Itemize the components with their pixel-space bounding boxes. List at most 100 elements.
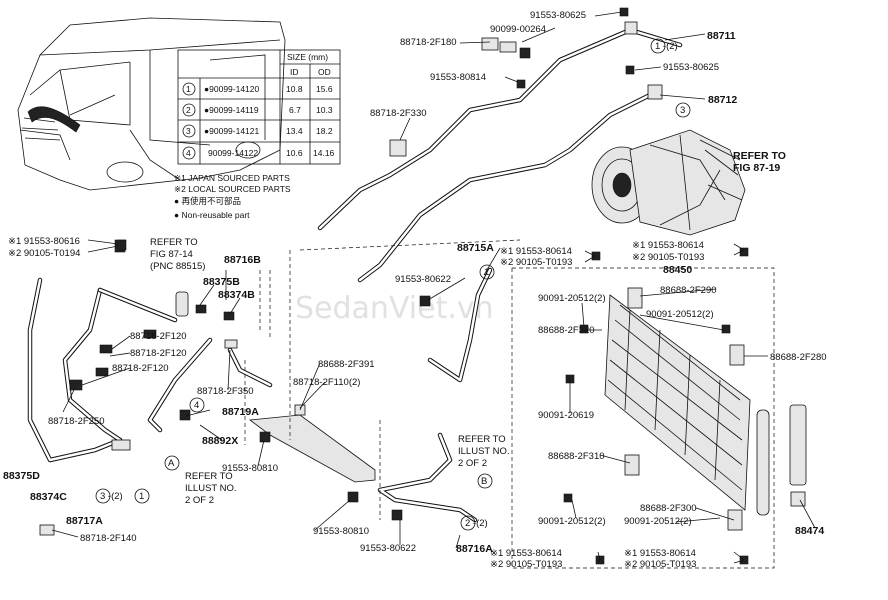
label-88718-2f120-b: 88718-2F120: [130, 348, 187, 359]
label-91553-80625-mid: 91553-80625: [663, 62, 719, 73]
size-row-part: ●90099-14121: [204, 126, 260, 136]
label-90091-20512-d: 90091-20512(2): [624, 516, 692, 527]
label-88718-2f120-a: 88718-2F120: [130, 331, 187, 342]
receiver: [175, 291, 189, 317]
label-circle-1-mid: 1: [484, 267, 489, 278]
label-circle-3-2: 3 -(2): [100, 491, 123, 502]
label-90091-20512-b: 90091-20512(2): [646, 309, 714, 320]
size-row-2: 2 ●90099-14119 6.7 10.3: [182, 103, 333, 117]
discharge-pipe-88711: [317, 27, 683, 231]
size-row-id: 13.4: [286, 126, 303, 136]
label-91553-80622-bot: 91553-80622: [360, 543, 416, 554]
label-refer-ill-a3: 2 OF 2: [185, 495, 214, 506]
label-88718-2f110: 88718-2F110(2): [293, 377, 360, 388]
size-row-part: ●90099-14120: [204, 84, 260, 94]
size-row-idx: 2: [186, 105, 191, 115]
label-refer-87-19-b: FIG 87-19: [733, 162, 780, 174]
label-88688-2f310: 88688-2F310: [548, 451, 605, 462]
size-table: SIZE (mm) ID OD 1 ●90099-14120 10.8 15.6…: [177, 49, 341, 165]
label-88718-2f120-c: 88718-2F120: [112, 363, 169, 374]
size-row-4: 4 90099-14122 10.6 14.16: [182, 146, 335, 160]
size-row-idx: 1: [186, 84, 191, 94]
label-circle-3-top: 3: [680, 105, 685, 116]
label-91553-80625-top: 91553-80625: [530, 10, 586, 21]
top-fittings: [389, 7, 663, 157]
label-91553-80814: 91553-80814: [430, 72, 486, 83]
label-circle-a: A: [168, 458, 175, 469]
size-row-od: 18.2: [316, 126, 333, 136]
label-90091-20619: 90091-20619: [538, 410, 594, 421]
label-refer-87-14-b: FIG 87-14: [150, 249, 193, 260]
label-88716b: 88716B: [224, 254, 261, 266]
label-n91553-80614-d: ※1 91553-80614: [624, 548, 696, 559]
label-88718-2f350: 88718-2F350: [197, 386, 254, 397]
size-row-od: 14.16: [313, 148, 335, 158]
label-88374b: 88374B: [218, 289, 255, 301]
label-n90105-t0193-d: ※2 90105-T0193: [624, 559, 696, 570]
label-88450: 88450: [663, 264, 692, 276]
label-88375b: 88375B: [203, 276, 240, 288]
van-illustration: [17, 17, 286, 191]
legend-non-reusable-jp: ● 再使用不可部品: [174, 196, 241, 206]
label-90099-00264: 90099-00264: [490, 24, 546, 35]
label-circle-2-2: 2 -(2): [465, 518, 488, 529]
label-n91553-80614-c: ※1 91553-80614: [490, 548, 562, 559]
label-91553-80810-b: 91553-80810: [313, 526, 369, 537]
size-table-title: SIZE (mm): [287, 52, 328, 62]
size-row-id: 6.7: [289, 105, 301, 115]
label-88718-2f140: 88718-2F140: [80, 533, 137, 544]
size-row-part: ●90099-14119: [204, 105, 259, 115]
compressor: [591, 129, 746, 236]
size-row-part: 90099-14122: [208, 148, 258, 158]
label-refer-ill-a2: ILLUST NO.: [185, 483, 237, 494]
label-refer-ill-b2: ILLUST NO.: [458, 446, 510, 457]
desiccant-88474: [789, 404, 807, 486]
label-91553-80810-a: 91553-80810: [222, 463, 278, 474]
label-refer-ill-a1: REFER TO: [185, 471, 233, 482]
label-88688-2f290: 88688-2F290: [660, 285, 717, 296]
label-88375d: 88375D: [3, 470, 40, 482]
label-n90105-t0193-b: ※2 90105-T0193: [632, 252, 704, 263]
label-circle-b: B: [481, 476, 487, 487]
size-row-id: 10.6: [286, 148, 303, 158]
label-n91553-80614-b: ※1 91553-80614: [632, 240, 704, 251]
suction-pipe-88712: [357, 92, 653, 283]
label-91553-80622-top: 91553-80622: [395, 274, 451, 285]
label-88688-2f300: 88688-2F300: [640, 503, 697, 514]
label-88719a: 88719A: [222, 406, 259, 418]
legend-non-reusable: ● Non-reusable part: [174, 210, 250, 220]
size-col-od: OD: [318, 67, 331, 77]
label-88717a: 88717A: [66, 515, 103, 527]
size-row-1: 1 ●90099-14120 10.8 15.6: [182, 82, 333, 96]
watermark: SedanViet.vn: [295, 291, 494, 326]
label-circle-1-bot: 1: [139, 491, 144, 502]
label-90091-20512-a: 90091-20512(2): [538, 293, 606, 304]
label-88718-2f330: 88718-2F330: [370, 108, 427, 119]
receiver-tank: [756, 409, 770, 516]
dashed-guides: [244, 239, 775, 569]
size-row-idx: 3: [186, 126, 191, 136]
label-88474: 88474: [795, 525, 824, 537]
label-refer-ill-b3: 2 OF 2: [458, 458, 487, 469]
label-88716a: 88716A: [456, 543, 493, 555]
label-refer-ill-b1: REFER TO: [458, 434, 506, 445]
legend-local: ※2 LOCAL SOURCED PARTS: [174, 184, 291, 194]
label-n90105-t0193-a: ※2 90105-T0193: [500, 257, 572, 268]
legend-japan: ※1 JAPAN SOURCED PARTS: [174, 173, 290, 183]
label-88718-2f180: 88718-2F180: [400, 37, 457, 48]
label-refer-87-19-a: REFER TO: [733, 150, 786, 162]
size-row-idx: 4: [186, 148, 191, 158]
label-88718-2f250: 88718-2F250: [48, 416, 105, 427]
label-90091-20512-c: 90091-20512(2): [538, 516, 606, 527]
part-labels: 91553-80625 90099-00264 88711 88718-2F18…: [3, 10, 827, 570]
leader-lines: [51, 11, 816, 564]
legend: ※1 JAPAN SOURCED PARTS ※2 LOCAL SOURCED …: [174, 173, 291, 220]
label-88688-2f391: 88688-2F391: [318, 359, 375, 370]
label-88712: 88712: [708, 94, 737, 106]
size-row-od: 15.6: [316, 84, 333, 94]
label-n90105-t0194: ※2 90105-T0194: [8, 248, 80, 259]
size-row-3: 3 ●90099-14121 13.4 18.2: [182, 124, 333, 138]
label-n90105-t0193-c: ※2 90105-T0193: [490, 559, 562, 570]
label-88715a: 88715A: [457, 242, 494, 254]
